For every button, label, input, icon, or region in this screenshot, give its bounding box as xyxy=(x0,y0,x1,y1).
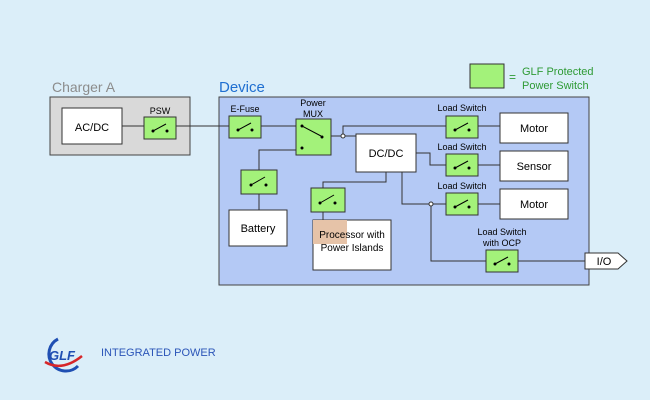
ocp-load-switch xyxy=(485,249,519,273)
power-mux-switch xyxy=(295,118,332,156)
io-port-arrow xyxy=(584,252,628,270)
dcdc-label: DC/DC xyxy=(369,148,404,160)
ocp-label-line2: with OCP xyxy=(482,238,521,248)
psw-label: PSW xyxy=(150,106,171,116)
mux-label-line1: Power xyxy=(300,98,326,108)
io-label: I/O xyxy=(597,256,612,268)
glf-logo: GLF xyxy=(44,337,83,373)
footer-tagline: INTEGRATED POWER xyxy=(101,347,216,359)
logo-text: GLF xyxy=(49,348,76,363)
battery-label: Battery xyxy=(241,223,276,235)
junction-dots xyxy=(340,133,434,207)
power-island-region xyxy=(313,220,347,244)
sensor-block xyxy=(499,150,569,182)
efuse-switch xyxy=(228,115,262,139)
charger-title: Charger A xyxy=(52,79,116,95)
dcdc-block xyxy=(355,133,417,173)
load-switch-3-label: Load Switch xyxy=(437,181,486,191)
processor-switch xyxy=(310,187,346,213)
sensor-label: Sensor xyxy=(517,161,552,173)
acdc-block xyxy=(61,107,123,145)
psw-switch xyxy=(143,116,177,140)
motor-2-block xyxy=(499,188,569,220)
load-switch-3 xyxy=(445,192,479,216)
load-switch-1 xyxy=(445,115,479,139)
mux-label-line2: MUX xyxy=(303,109,323,119)
motor-1-block xyxy=(499,112,569,144)
legend-switch-swatch xyxy=(469,63,505,89)
acdc-label: AC/DC xyxy=(75,122,109,134)
motor-1-label: Motor xyxy=(520,123,548,135)
load-switch-1-label: Load Switch xyxy=(437,103,486,113)
legend-label-line2: Power Switch xyxy=(522,80,589,92)
ocp-label-line1: Load Switch xyxy=(477,227,526,237)
load-switch-2-label: Load Switch xyxy=(437,142,486,152)
processor-label-line2: Power Islands xyxy=(321,243,384,254)
battery-switch xyxy=(240,169,278,195)
device-title: Device xyxy=(219,79,265,96)
load-switch-2 xyxy=(445,153,479,177)
processor-label-line1: Processor with xyxy=(319,230,385,241)
efuse-label: E-Fuse xyxy=(230,104,259,114)
motor-2-label: Motor xyxy=(520,199,548,211)
battery-block xyxy=(228,209,288,247)
legend-label-line1: GLF Protected xyxy=(522,66,594,78)
legend-equals: = xyxy=(509,70,516,84)
